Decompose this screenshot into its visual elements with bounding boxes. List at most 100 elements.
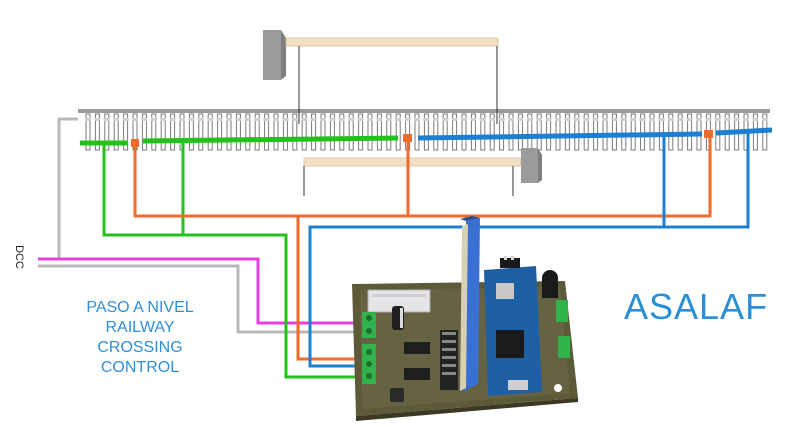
track-sleeper	[141, 113, 147, 151]
track-sleeper	[508, 113, 514, 151]
rail-clip	[526, 118, 533, 121]
rail-clip	[743, 118, 749, 121]
blue-track-section-main	[417, 131, 703, 141]
track-sleeper	[207, 113, 213, 151]
track-sleeper	[480, 113, 486, 151]
rail-clip	[188, 118, 195, 121]
blue-sensor-wire	[308, 136, 666, 368]
rail-clip	[630, 118, 637, 121]
rail-clip	[150, 118, 157, 121]
track-sleeper	[123, 113, 129, 151]
ic-chip-top	[404, 342, 430, 354]
track-sleeper	[339, 113, 345, 151]
rail-clip	[489, 118, 496, 121]
track-sleeper	[292, 113, 298, 151]
track-sleeper	[348, 113, 354, 151]
track-sleeper	[611, 113, 617, 151]
track-sleeper	[499, 113, 505, 151]
rail-clip	[169, 118, 176, 121]
ic-chip-bottom	[404, 368, 430, 380]
rail-clip	[592, 118, 599, 121]
track-sleeper	[470, 113, 476, 151]
rail-clip	[113, 118, 120, 121]
rail-clip	[254, 118, 261, 121]
rail-clip	[310, 118, 317, 121]
rail-clip	[263, 118, 270, 121]
track-sleeper	[423, 113, 429, 151]
rail-clip	[282, 118, 289, 121]
rail-clip	[207, 118, 214, 121]
rail-clip	[564, 118, 571, 121]
rail-clip	[573, 118, 580, 121]
track-sleeper	[564, 113, 570, 151]
blue-track-section-right	[715, 127, 773, 136]
rail-clip	[451, 118, 458, 121]
track-sleeper	[395, 113, 401, 151]
barrier-top	[263, 30, 499, 124]
rail-clip	[555, 118, 561, 121]
rail-clip	[235, 118, 242, 121]
rail-clip	[639, 118, 646, 121]
rail-clip	[85, 118, 91, 121]
track-sleeper	[151, 113, 157, 151]
rail-clip	[385, 118, 392, 121]
track-sleeper	[583, 113, 589, 151]
rail-clip	[273, 118, 279, 121]
track-sleeper	[442, 113, 448, 151]
track-sleeper	[329, 113, 335, 151]
track-sleeper	[386, 113, 392, 151]
rail-clip	[348, 118, 355, 121]
rail-clip	[216, 118, 223, 121]
track-sleeper	[489, 113, 495, 151]
track-sleeper	[320, 113, 326, 151]
rail-clip	[761, 118, 768, 121]
rail-clip	[470, 118, 477, 121]
track-sleeper	[546, 113, 552, 151]
rail-clip	[160, 118, 167, 121]
rail-clip	[404, 118, 411, 121]
rail-clip	[677, 118, 684, 121]
track-sleeper	[602, 113, 608, 151]
rail-clip	[752, 118, 759, 121]
track-sleeper	[630, 113, 636, 151]
terminal-block-dcc	[362, 312, 376, 338]
orange-sensor-wire	[133, 138, 712, 218]
rail-clip	[432, 118, 439, 121]
rail-clip	[329, 118, 336, 121]
rail-clip	[122, 118, 129, 121]
rail-clip	[94, 118, 101, 121]
track-sleeper	[113, 113, 119, 151]
rail-clip	[545, 118, 552, 121]
track-sleeper	[198, 113, 204, 151]
title-line-1: PASO A NIVEL	[86, 299, 194, 316]
rail-clip	[724, 118, 731, 121]
title-line-4: CONTROL	[100, 359, 180, 376]
title-block: PASO A NIVEL RAILWAY CROSSING CONTROL	[40, 298, 240, 378]
rail-clip	[395, 118, 402, 121]
rail-clip	[696, 118, 702, 121]
track-sleeper	[358, 113, 364, 151]
track-sleeper	[311, 113, 317, 151]
servo-driver-card	[460, 216, 480, 392]
arduino-nano	[484, 256, 558, 396]
track-sleeper	[301, 113, 307, 151]
barrier-lower	[303, 148, 542, 196]
rail-clip	[367, 118, 373, 121]
track-sleeper	[433, 113, 439, 151]
transistor	[390, 388, 404, 402]
track-sleeper	[517, 113, 523, 151]
dcc-wire-grey-track	[38, 117, 78, 261]
track-sleeper	[264, 113, 270, 151]
track-sleeper	[640, 113, 646, 151]
title-line-2: RAILWAY	[105, 319, 175, 336]
track-sleeper	[555, 113, 561, 151]
rail-clip	[414, 118, 420, 121]
rail-clip	[423, 118, 430, 121]
track-sleeper	[85, 113, 91, 151]
rail-clip	[667, 118, 674, 121]
green-sensor-wire	[102, 143, 364, 379]
track-sleeper	[104, 113, 110, 151]
track-sleeper	[170, 113, 176, 151]
rail-clip	[686, 118, 693, 121]
